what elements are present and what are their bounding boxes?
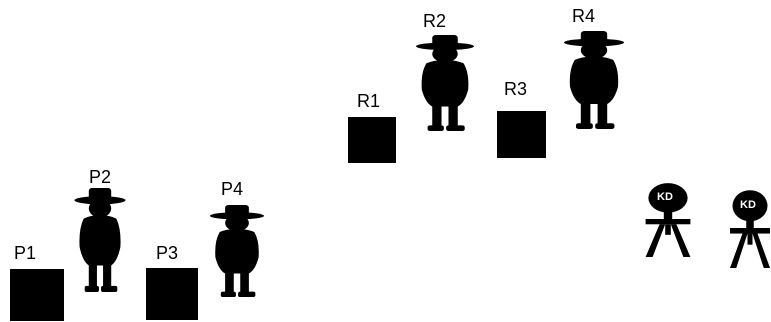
label-p2: P2 [89,167,112,187]
label-r3: R3 [504,79,528,99]
box-p1 [10,269,64,321]
box-p3 [146,268,198,320]
person-figure-r2 [416,35,474,131]
box-r3 [497,111,546,158]
person-figure-p2 [74,188,126,292]
person-figure-r4 [564,31,624,129]
label-p4: P4 [221,179,244,199]
tripod-target-icon: KD [725,188,771,268]
person-figure-p4 [210,205,264,297]
tripod-target-icon: KD [640,181,696,257]
target-label: KD [657,191,673,203]
label-p1: P1 [14,243,37,263]
label-r4: R4 [572,6,596,26]
label-r2: R2 [423,11,447,31]
label-p3: P3 [156,243,179,263]
label-r1: R1 [357,91,381,111]
box-r1 [348,117,396,163]
target-label: KD [740,199,756,211]
